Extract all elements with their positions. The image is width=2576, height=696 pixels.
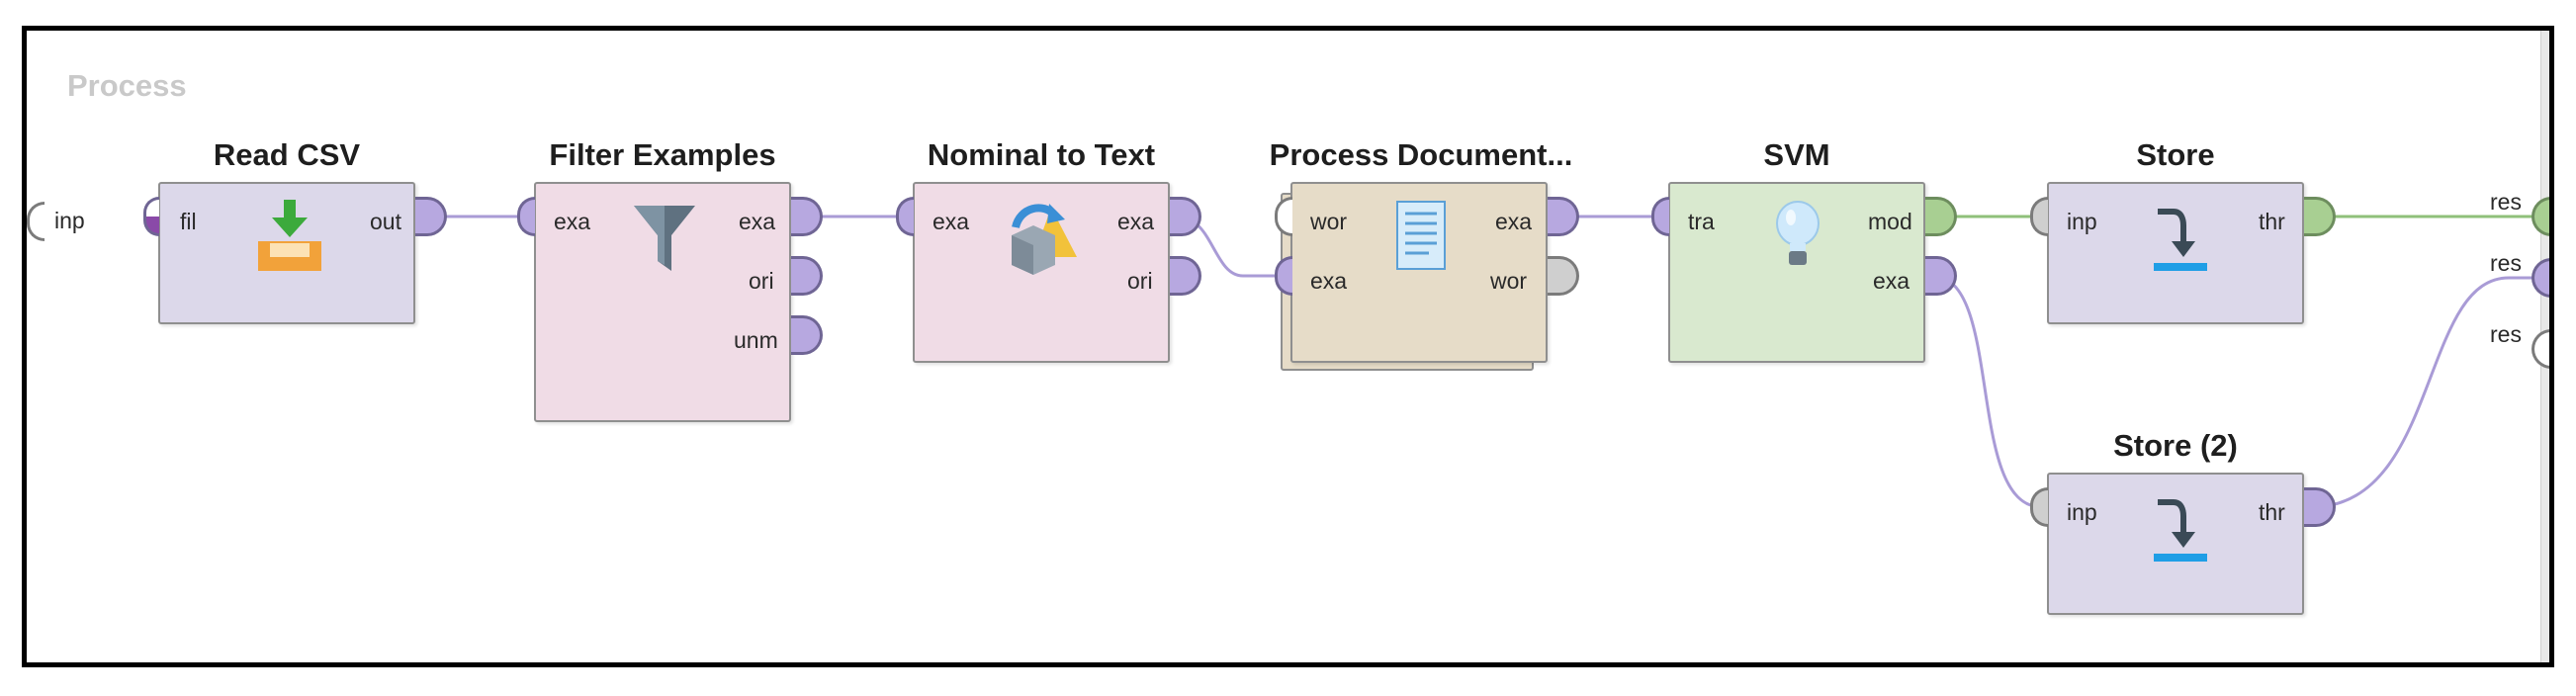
process-title: Process [67, 68, 187, 103]
filter-port-exa-out-label: exa [739, 209, 776, 234]
svm-port-exa[interactable] [1925, 256, 1957, 296]
read-csv-operator[interactable]: fil out [158, 182, 415, 324]
store-operator[interactable]: inp thr [2047, 182, 2304, 324]
lightbulb-icon [1776, 201, 1820, 265]
nominal-port-ori-label: ori [1127, 268, 1153, 294]
read-csv-port-out[interactable] [415, 197, 447, 236]
nominal-port-exa-out-label: exa [1117, 209, 1155, 234]
svm-port-mod[interactable] [1925, 197, 1957, 236]
svm-port-exa-label: exa [1873, 268, 1910, 294]
store-2-operator[interactable]: inp thr [2047, 473, 2304, 615]
read-csv-title: Read CSV [213, 137, 361, 172]
svm-port-mod-label: mod [1868, 209, 1912, 234]
wire-svm-exa-to-store2 [1931, 274, 2043, 509]
import-tray-icon [258, 200, 321, 271]
store-port-thr[interactable] [2304, 197, 2336, 236]
document-icon [1396, 201, 1446, 270]
store-2-title: Store (2) [2113, 428, 2238, 463]
store-port-inp-label: inp [2067, 209, 2097, 234]
process-port-exa-out-label: exa [1495, 209, 1533, 234]
result-port-3-label: res [2490, 321, 2522, 347]
convert-shapes-icon [1012, 204, 1077, 275]
wire-store2-to-res2 [2310, 276, 2539, 509]
filter-port-unm-label: unm [734, 327, 778, 353]
process-input-port-label: inp [54, 208, 85, 233]
process-port-wor-in-label: wor [1310, 209, 1348, 234]
store-2-port-thr[interactable] [2304, 487, 2336, 527]
store-arrow-icon [2154, 209, 2207, 271]
filter-port-ori[interactable] [791, 256, 823, 296]
result-port-2-label: res [2490, 250, 2522, 276]
process-documents-title: Process Document... [1269, 137, 1573, 172]
filter-examples-title: Filter Examples [549, 137, 776, 172]
svm-operator[interactable]: tra mod exa [1668, 182, 1925, 363]
filter-port-exa-in-label: exa [554, 209, 591, 234]
filter-examples-operator[interactable]: exa exa ori unm [534, 182, 791, 422]
funnel-icon [634, 206, 695, 271]
connection-wires [422, 215, 2539, 509]
svm-title: SVM [1763, 137, 1830, 172]
process-port-exa-in-label: exa [1310, 268, 1348, 294]
nominal-port-exa-in-label: exa [933, 209, 970, 234]
nominal-to-text-title: Nominal to Text [927, 137, 1156, 172]
nominal-port-ori[interactable] [1170, 256, 1201, 296]
result-port-1-label: res [2490, 189, 2522, 215]
svm-port-tra-label: tra [1688, 209, 1715, 234]
process-port-exa-out[interactable] [1548, 197, 1579, 236]
process-port-wor-out-label: wor [1490, 268, 1528, 294]
process-documents-operator[interactable]: wor exa exa wor [1290, 182, 1548, 363]
nominal-port-exa-out[interactable] [1170, 197, 1201, 236]
read-csv-port-fil-label: fil [180, 209, 197, 234]
process-port-wor-out[interactable] [1548, 256, 1579, 296]
store-2-port-inp-label: inp [2067, 499, 2097, 525]
read-csv-port-out-label: out [370, 209, 401, 234]
store-arrow-icon [2154, 499, 2207, 562]
filter-port-exa-out[interactable] [791, 197, 823, 236]
process-canvas[interactable]: Process inp Read CSV fil out Filter [22, 26, 2554, 667]
store-port-thr-label: thr [2259, 209, 2285, 234]
store-title: Store [2136, 137, 2215, 172]
filter-port-ori-label: ori [749, 268, 774, 294]
store-2-port-thr-label: thr [2259, 499, 2285, 525]
filter-port-unm[interactable] [791, 315, 823, 355]
nominal-to-text-operator[interactable]: exa exa ori [913, 182, 1170, 363]
